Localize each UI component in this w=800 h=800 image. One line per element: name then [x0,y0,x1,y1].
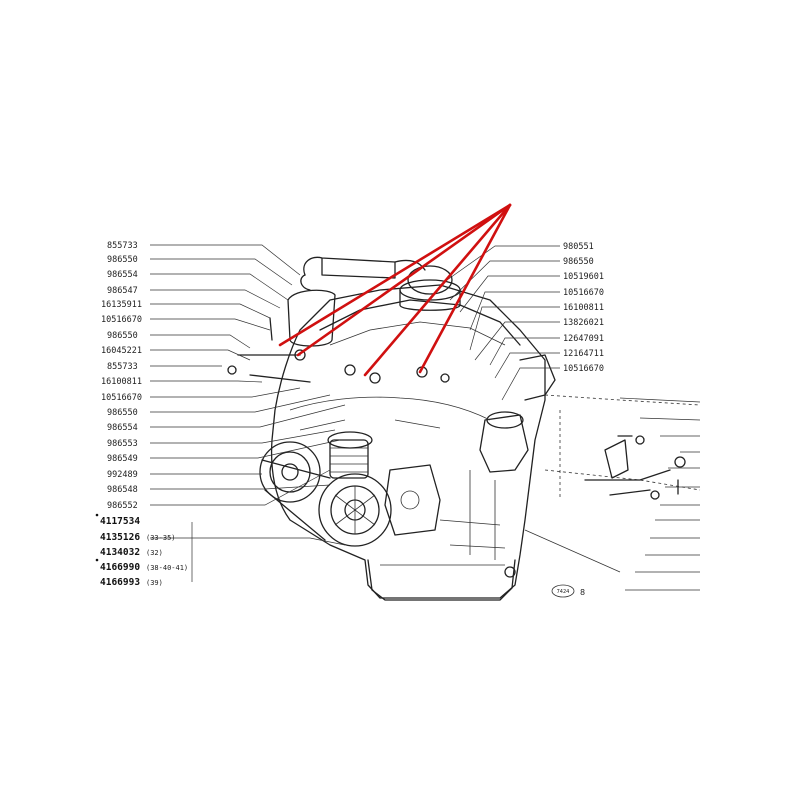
part-label: 13826021 [563,318,604,328]
part-label: 986550 [563,257,594,267]
stamp-text: 7424 [557,589,570,595]
stamp-oval [551,584,575,598]
part-label: 12164711 [563,349,604,359]
part-label: 986550 [107,255,138,265]
part-label: 986553 [107,439,138,449]
part-label: 986550 [107,408,138,418]
figure-stamp: 7424 8 [551,584,585,598]
part-label: 12647091 [563,334,604,344]
part-label: 16100811 [101,377,142,387]
part-label: 855733 [107,241,138,251]
part-label: 992489 [107,470,138,480]
part-label: 986552 [107,501,138,511]
bullet-dot [95,558,99,562]
part-number: 4117534 [100,516,140,527]
part-label: 10519601 [563,272,604,282]
part-label: 16045221 [101,346,142,356]
part-note: (39) [146,579,163,587]
part-label: 10516670 [563,288,604,298]
part-note: (32) [146,549,163,557]
bullet-dot [95,513,99,517]
figure-number: 8 [580,588,585,597]
right-part-labels: 980551 986550 10519601 10516670 16100811… [563,242,604,374]
part-label: 10516670 [101,393,142,403]
part-label: 16135911 [101,300,142,310]
part-label: 986554 [107,423,138,433]
part-label: 986548 [107,485,138,495]
part-number: 4134032 [100,547,140,558]
part-number: 4166990 [100,562,140,573]
left-part-labels: 855733 986550 986554 986547 16135911 105… [101,241,142,511]
part-label: 10516670 [101,315,142,325]
left-leader-lines [150,244,346,582]
right-leader-lines [439,245,701,591]
part-label: 980551 [563,242,594,252]
part-note: (33-35) [146,534,176,542]
part-label: 986547 [107,286,138,296]
part-label: 986550 [107,331,138,341]
part-label: 986554 [107,270,138,280]
part-label: 16100811 [563,303,604,313]
part-number: 4135126 [100,532,140,543]
part-label: 10516670 [563,364,604,374]
part-number: 4166993 [100,577,140,588]
red-highlight-arrows [278,203,512,377]
part-label: 986549 [107,454,138,464]
part-note: (38-40-41) [146,564,188,572]
bottom-part-group: 4117534 4135126 (33-35) 4134032 (32) 416… [95,513,188,588]
engine-drawing [227,256,701,601]
part-label: 855733 [107,362,138,372]
